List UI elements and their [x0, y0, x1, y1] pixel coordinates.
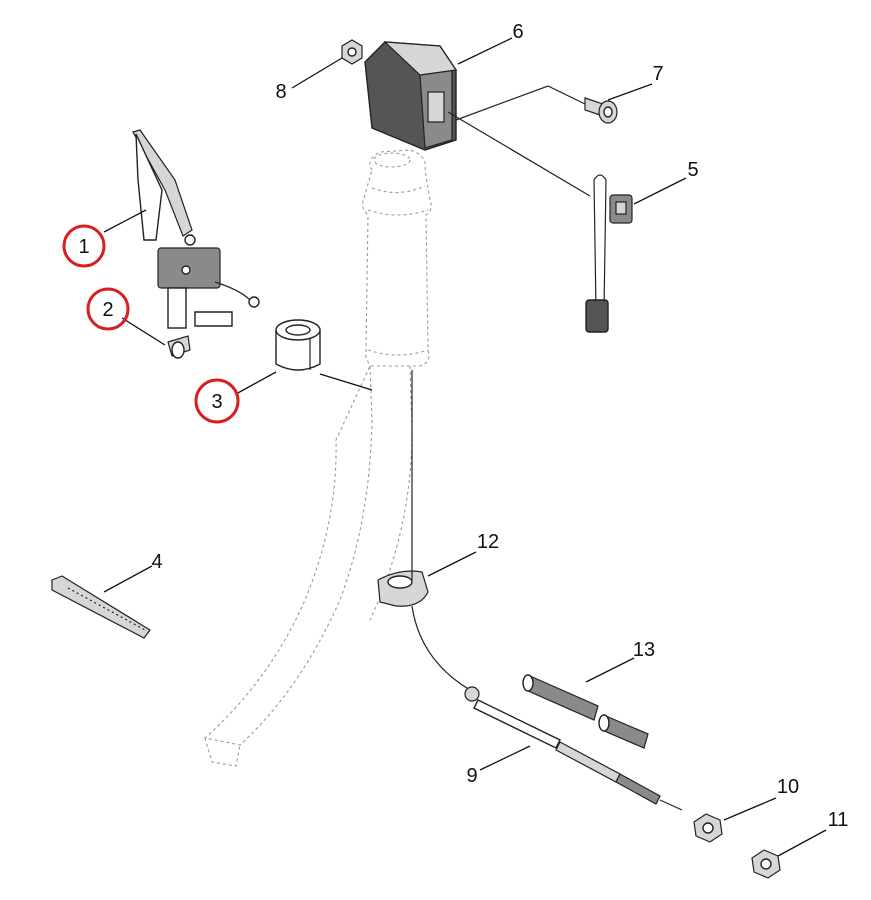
- highlight-circle-1: [62, 224, 106, 268]
- callout-10: 10: [777, 776, 799, 798]
- highlight-circle-3: [194, 378, 240, 424]
- callout-6: 6: [512, 21, 523, 43]
- part-13-springs: [522, 674, 649, 749]
- callout-4: 4: [151, 551, 162, 573]
- callout-2: 2: [102, 299, 113, 321]
- part-11-nut: [751, 849, 781, 879]
- part-10-nut: [693, 813, 723, 843]
- highlight-circle-2: [86, 287, 130, 331]
- part-5-kill-switch: [585, 174, 633, 333]
- callout-1: 1: [78, 236, 89, 258]
- cable-lower: [411, 605, 471, 691]
- part-7-screw: [584, 97, 618, 124]
- part-6-switch-housing: [364, 41, 458, 151]
- highlight-circles: [62, 224, 240, 424]
- callout-3: 3: [211, 391, 222, 413]
- wire-7: [455, 85, 586, 121]
- callout-7: 7: [652, 63, 663, 85]
- part-12-cable-clip: [377, 570, 429, 607]
- callout-11: 11: [828, 809, 849, 831]
- part-1-lever-assembly: [132, 129, 260, 329]
- wire-5: [447, 111, 591, 197]
- part-2-screw: [167, 335, 191, 359]
- part-4-cable-tie: [51, 575, 151, 639]
- part-8-nut: [341, 39, 363, 65]
- leader-lines: [103, 37, 827, 857]
- callout-labels: 1 2 3 4 5 6 7 8 9 10 11 12 13: [78, 21, 848, 831]
- callout-9: 9: [466, 765, 477, 787]
- callout-5: 5: [687, 159, 698, 181]
- part-3-collar: [275, 319, 321, 371]
- callout-12: 12: [477, 531, 499, 553]
- callout-13: 13: [633, 639, 655, 661]
- handlebar-outline: [203, 149, 432, 767]
- callout-8: 8: [275, 81, 286, 103]
- part-9-cable: [464, 686, 683, 811]
